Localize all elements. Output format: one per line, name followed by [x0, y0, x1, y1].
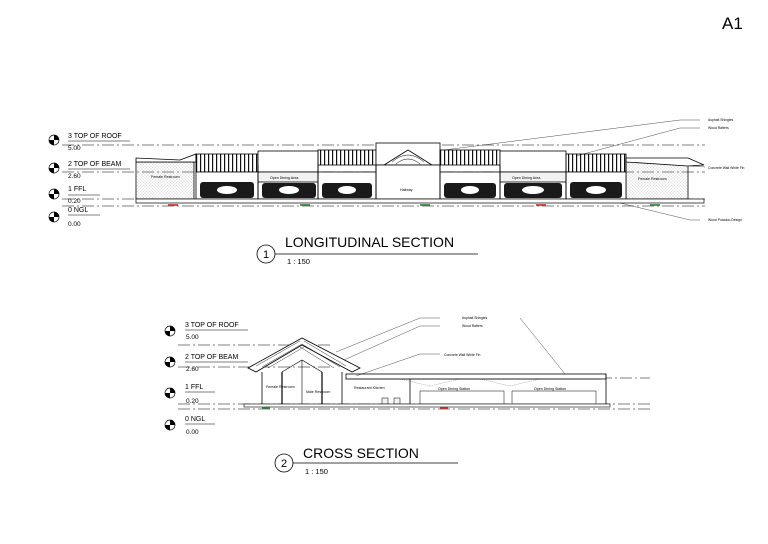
view-title-longitudinal: 1 LONGITUDINAL SECTION 1 : 150 — [256, 234, 478, 266]
view-scale: 1 : 150 — [305, 467, 328, 476]
room-label: Open Dining Area — [270, 176, 298, 180]
view-number: 1 — [263, 249, 269, 261]
level-elevation: 2.60 — [186, 366, 199, 373]
roof-band — [195, 153, 259, 173]
callout-note: Wood Rafters — [462, 324, 483, 328]
end-wall-left — [135, 161, 195, 200]
view-title-cross: 2 CROSS SECTION 1 : 150 — [274, 445, 458, 476]
pitched-roof — [247, 337, 361, 373]
level-name: 3 TOP OF ROOF — [185, 322, 239, 329]
level-marker-roof: 3 TOP OF ROOF 5.00 — [48, 133, 130, 152]
level-marker-ffl: 1 FFL 0.20 — [164, 384, 215, 405]
level-elevation: 0.20 — [68, 198, 81, 205]
cross-section: 3 TOP OF ROOF 5.00 2 TOP OF BEAM 2.60 1 … — [164, 316, 650, 476]
callout-note: Concrete Wall White Fin — [444, 353, 481, 357]
level-name: 1 FFL — [185, 384, 203, 391]
level-marker-beam: 2 TOP OF BEAM 2.60 — [164, 354, 248, 373]
view-number: 2 — [281, 458, 287, 470]
room-label: Hallway — [400, 188, 413, 192]
room-label: Female Restroom — [638, 177, 667, 181]
sheet-number: A1 — [722, 14, 743, 33]
room-label: Male Restroom — [306, 390, 330, 394]
callout-note: Wood Potadoo Design — [708, 218, 742, 222]
callout-note: Asphalt Shingles — [462, 316, 488, 320]
level-elevation: 0.20 — [186, 398, 199, 405]
view-title: LONGITUDINAL SECTION — [285, 234, 454, 250]
room-label: Open Dining Area — [512, 176, 540, 180]
callout-note: Concrete Wall White Fin — [708, 166, 745, 170]
callout-note: Wood Rafters — [708, 126, 729, 130]
view-title: CROSS SECTION — [303, 445, 419, 461]
level-marker-ngl: 0 NGL 0.00 — [48, 207, 100, 228]
room-label: Restaurant Kitchen — [354, 386, 385, 390]
cross-building — [243, 337, 611, 408]
level-name: 0 NGL — [185, 416, 205, 423]
level-name: 3 TOP OF ROOF — [68, 133, 122, 140]
level-name: 0 NGL — [68, 207, 88, 214]
level-name: 2 TOP OF BEAM — [185, 354, 238, 361]
level-elevation: 5.00 — [186, 334, 199, 341]
level-marker-beam: 2 TOP OF BEAM 2.60 — [48, 161, 130, 180]
level-name: 1 FFL — [68, 186, 86, 193]
level-marker-roof: 3 TOP OF ROOF 5.00 — [164, 322, 248, 341]
room-label: Female Restroom — [151, 175, 180, 179]
level-marker-ngl: 0 NGL 0.00 — [164, 416, 215, 436]
level-elevation: 2.60 — [68, 173, 81, 180]
callout-note: Asphalt Shingles — [708, 118, 734, 122]
longitudinal-building — [135, 142, 705, 204]
room-label: Open Dining Station — [534, 387, 566, 391]
flat-roof — [345, 373, 607, 380]
level-elevation: 0.00 — [186, 429, 199, 436]
room-label: Open Dining Station — [438, 387, 470, 391]
level-elevation: 0.00 — [68, 221, 81, 228]
view-scale: 1 : 150 — [287, 257, 310, 266]
level-marker-ffl: 1 FFL 0.20 — [48, 186, 100, 205]
level-name: 2 TOP OF BEAM — [68, 161, 121, 168]
level-elevation: 5.00 — [68, 145, 81, 152]
room-label: Female Restroom — [266, 385, 295, 389]
longitudinal-section: 3 TOP OF ROOF 5.00 2 TOP OF BEAM 2.60 1 … — [48, 118, 745, 266]
